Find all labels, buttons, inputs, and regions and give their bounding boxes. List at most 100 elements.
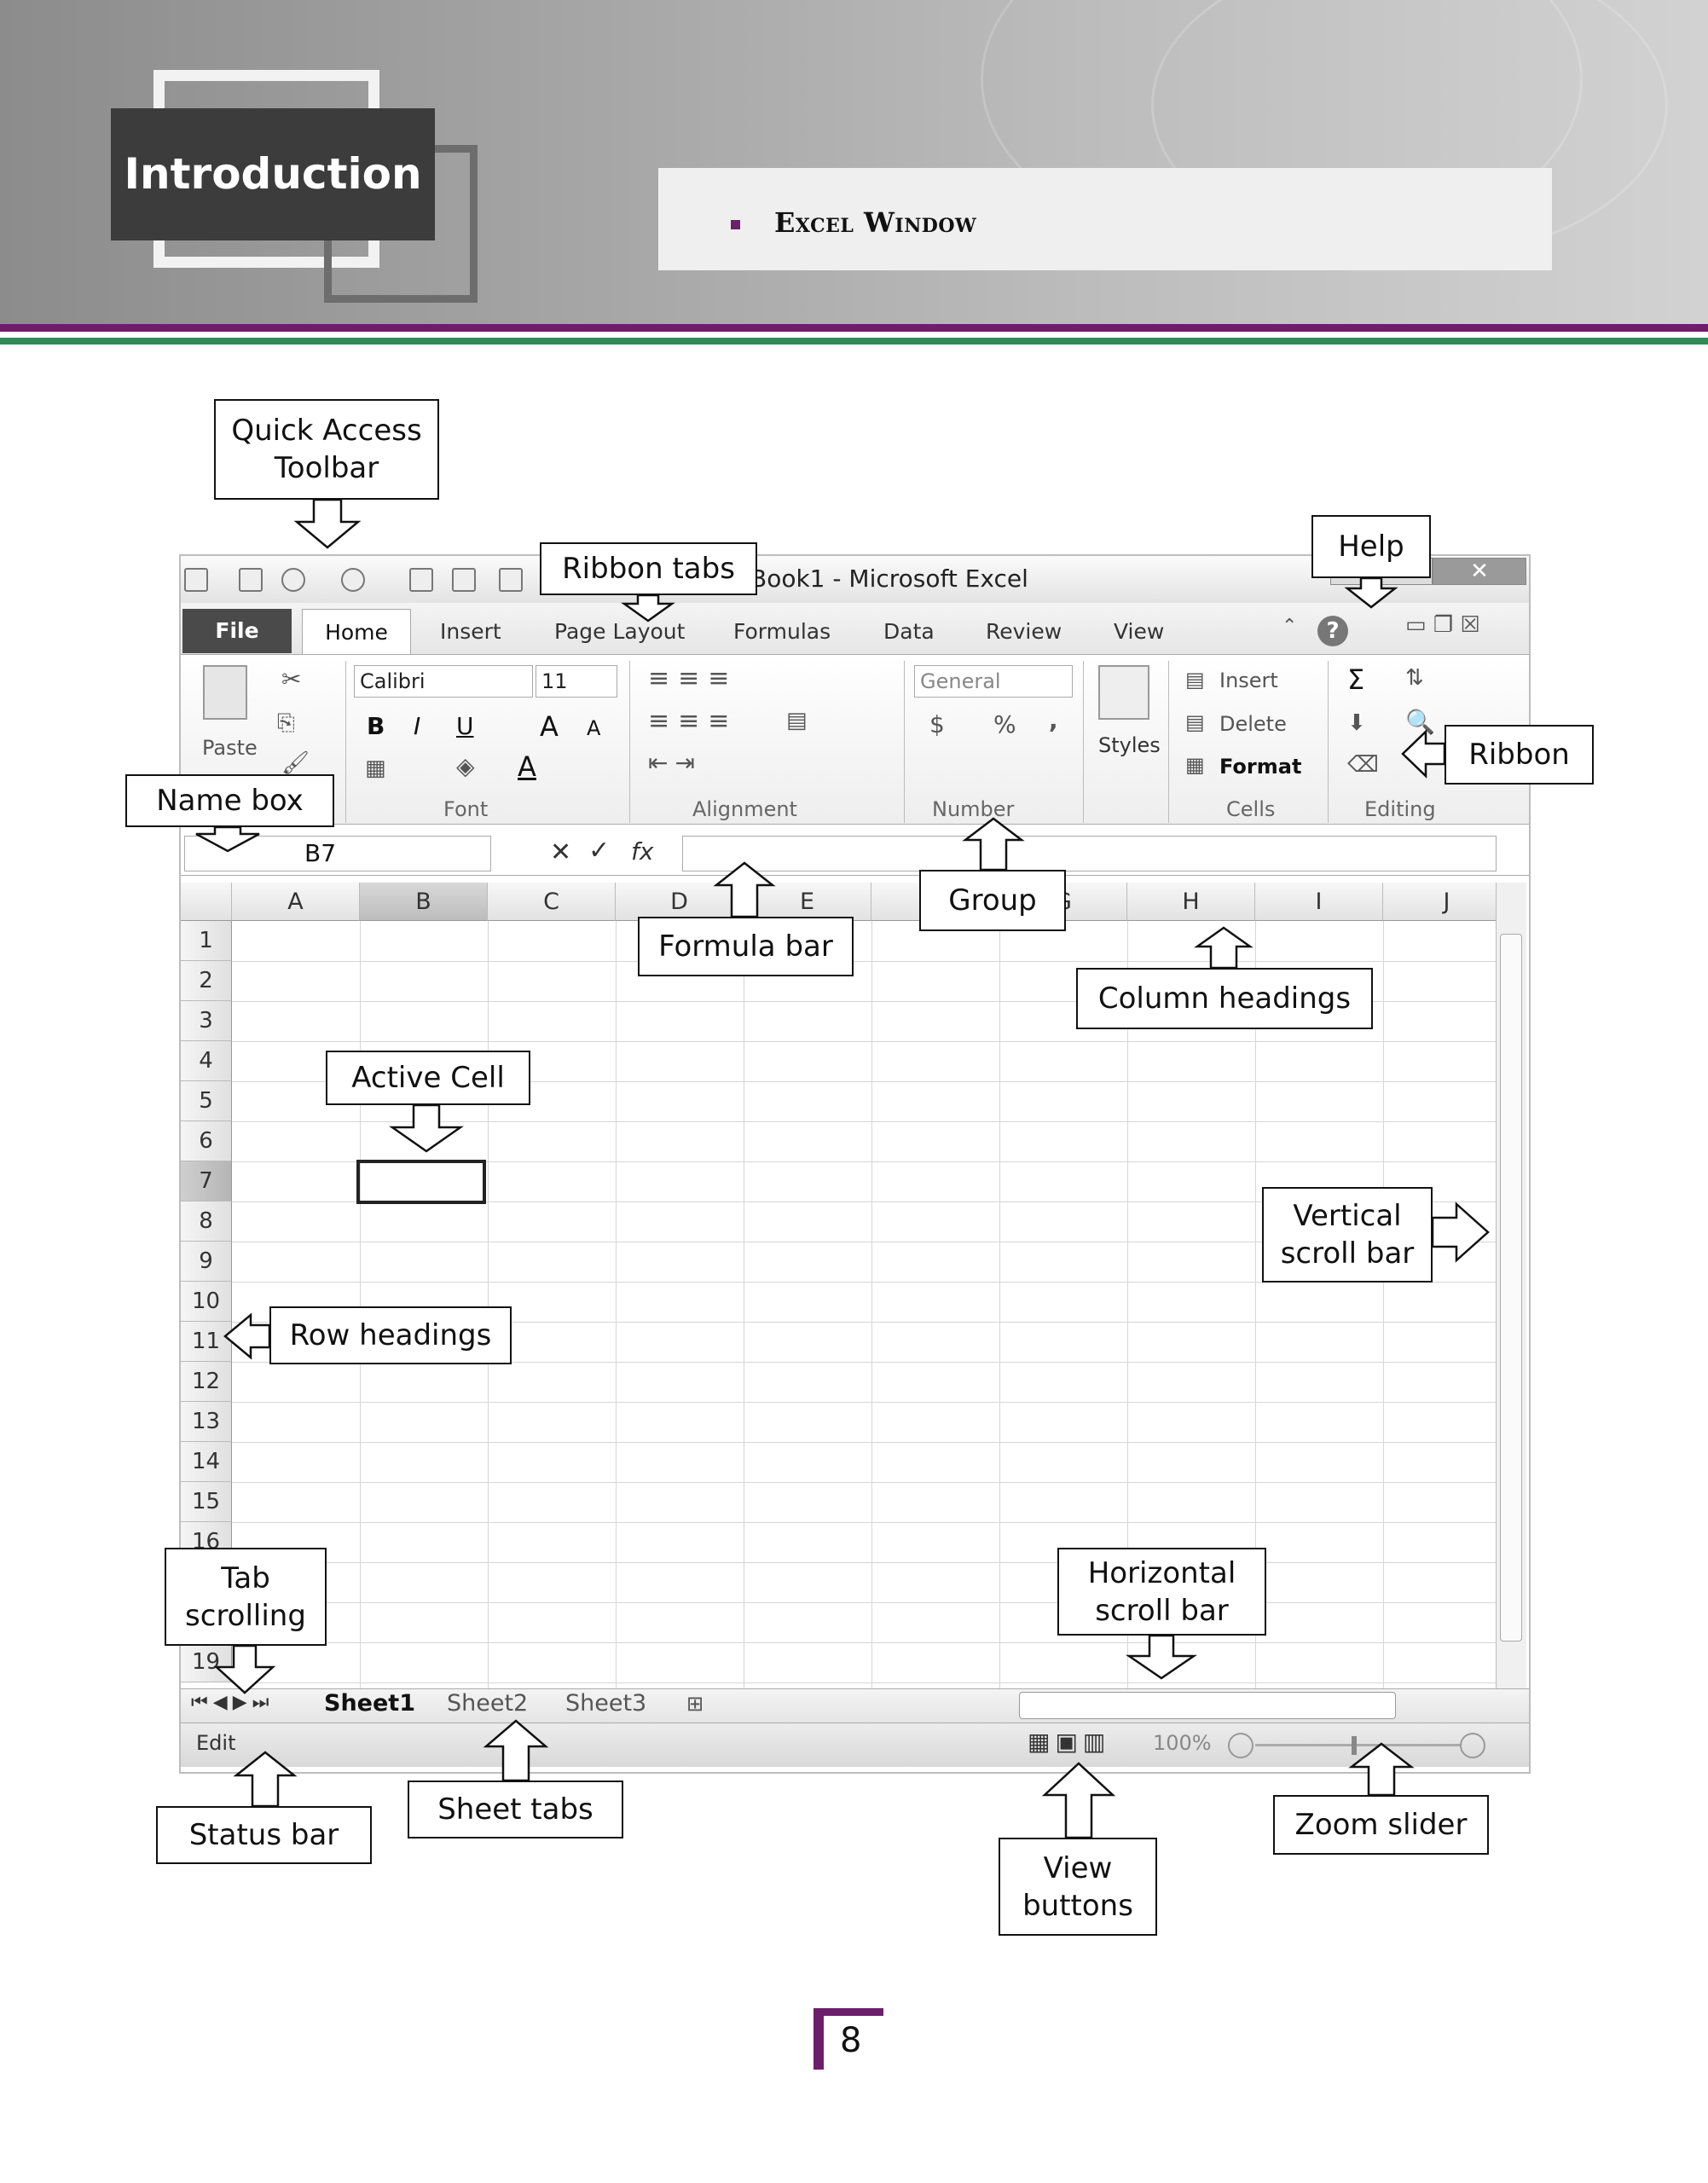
sort-filter-icon[interactable]: ⇅ <box>1405 665 1424 691</box>
tab-file[interactable]: File <box>182 609 292 653</box>
tab-formulas[interactable]: Formulas <box>733 619 831 644</box>
find-select-icon[interactable]: 🔍 <box>1405 708 1435 736</box>
row-header[interactable]: 4 <box>181 1041 232 1081</box>
column-header[interactable]: B <box>360 883 488 921</box>
row-header[interactable]: 9 <box>181 1242 232 1282</box>
formula-input[interactable] <box>682 836 1497 871</box>
sheet-tab-3[interactable]: Sheet3 <box>565 1690 647 1717</box>
horizontal-scroll-bar[interactable] <box>1019 1692 1396 1719</box>
zoom-slider[interactable] <box>1255 1744 1460 1746</box>
column-header[interactable]: D <box>616 883 744 921</box>
view-buttons[interactable]: ▦▣▥ <box>1028 1728 1111 1756</box>
grow-font-button[interactable]: A <box>540 710 559 743</box>
row-header[interactable]: 8 <box>181 1202 232 1242</box>
delete-cells-icon[interactable]: ▤ <box>1185 710 1205 734</box>
format-cells-button[interactable]: Format <box>1219 755 1302 779</box>
autosum-button[interactable]: Σ <box>1347 663 1365 696</box>
font-name-combo[interactable]: Calibri <box>354 665 533 698</box>
open-icon[interactable] <box>409 568 433 592</box>
fill-icon[interactable]: ⬇ <box>1347 710 1366 736</box>
row-header[interactable]: 12 <box>181 1362 232 1402</box>
cut-icon[interactable]: ✂ <box>281 665 302 693</box>
column-header[interactable]: A <box>232 883 360 921</box>
row-header[interactable]: 2 <box>181 961 232 1001</box>
indent-icons[interactable]: ⇤⇥ <box>648 749 702 777</box>
row-header[interactable]: 11 <box>181 1322 232 1362</box>
fill-color-icon[interactable]: ◈ <box>456 752 475 780</box>
row-header[interactable]: 1 <box>181 921 232 961</box>
insert-cells-button[interactable]: Insert <box>1219 669 1278 692</box>
clear-icon[interactable]: ⌫ <box>1347 752 1379 778</box>
tab-insert[interactable]: Insert <box>440 619 501 644</box>
help-icon[interactable]: ? <box>1317 616 1348 646</box>
close-window-button[interactable]: ✕ <box>1433 558 1526 585</box>
save-icon[interactable] <box>239 568 263 592</box>
merge-center-icon[interactable]: ▤ <box>786 708 808 733</box>
bold-button[interactable]: B <box>367 712 385 740</box>
styles-icon[interactable] <box>1098 665 1149 720</box>
column-header[interactable]: J <box>1383 883 1496 921</box>
underline-button[interactable]: U <box>456 712 474 740</box>
insert-sheet-icon[interactable]: ⊞ <box>686 1692 704 1716</box>
vertical-scroll-thumb[interactable] <box>1500 934 1522 1642</box>
tab-home[interactable]: Home <box>302 609 411 657</box>
confirm-entry-icon[interactable]: ✓ <box>588 836 611 866</box>
active-cell[interactable] <box>356 1160 486 1204</box>
insert-function-button[interactable]: fx <box>631 837 654 866</box>
tab-page-layout[interactable]: Page Layout <box>554 619 686 644</box>
font-color-button[interactable]: A <box>518 750 536 783</box>
vertical-scroll-bar[interactable] <box>1496 883 1526 1688</box>
zoom-in-icon[interactable] <box>1460 1733 1485 1758</box>
copy-icon[interactable]: ⎘ <box>277 710 295 736</box>
borders-icon[interactable]: ▦ <box>365 756 386 781</box>
select-all-corner[interactable] <box>181 883 232 921</box>
undo-icon[interactable] <box>281 568 305 592</box>
row-header[interactable]: 6 <box>181 1121 232 1161</box>
styles-button-label[interactable]: Styles <box>1098 733 1161 757</box>
column-header[interactable]: I <box>1255 883 1383 921</box>
tab-review[interactable]: Review <box>986 619 1062 644</box>
column-header[interactable]: H <box>1127 883 1255 921</box>
row-header[interactable]: 14 <box>181 1442 232 1482</box>
name-box[interactable]: B7 <box>184 836 491 871</box>
format-cells-icon[interactable]: ▦ <box>1185 753 1205 777</box>
font-size-combo[interactable]: 11 <box>536 665 617 698</box>
row-header[interactable]: 10 <box>181 1282 232 1322</box>
sheet-tab-1[interactable]: Sheet1 <box>324 1690 415 1717</box>
column-header[interactable]: C <box>488 883 616 921</box>
cancel-entry-icon[interactable]: ✕ <box>550 837 572 867</box>
excel-app-icon[interactable] <box>184 568 208 592</box>
row-header[interactable]: 13 <box>181 1402 232 1442</box>
delete-cells-button[interactable]: Delete <box>1219 712 1287 736</box>
paste-icon[interactable] <box>203 665 247 720</box>
row-header[interactable]: 15 <box>181 1482 232 1522</box>
comma-button[interactable]: , <box>1049 706 1058 734</box>
row-header[interactable]: 3 <box>181 1001 232 1041</box>
redo-icon[interactable] <box>341 568 365 592</box>
percent-button[interactable]: % <box>993 710 1016 738</box>
print-preview-icon[interactable] <box>452 568 476 592</box>
zoom-slider-thumb[interactable] <box>1352 1736 1357 1755</box>
sheet-tab-2[interactable]: Sheet2 <box>447 1690 529 1717</box>
tab-view[interactable]: View <box>1114 619 1165 644</box>
italic-button[interactable]: I <box>414 712 421 740</box>
workbook-window-controls[interactable]: ▭ ❐ ☒ <box>1405 612 1480 638</box>
row-header[interactable]: 7 <box>181 1161 232 1202</box>
vertical-align-icons[interactable]: ≡≡≡ <box>648 663 738 693</box>
shrink-font-button[interactable]: A <box>587 716 601 740</box>
column-header[interactable]: E <box>744 883 871 921</box>
horizontal-align-icons[interactable]: ≡≡≡ <box>648 706 738 736</box>
minimize-ribbon-icon[interactable]: ⌃ <box>1282 616 1298 637</box>
row-header[interactable]: 19 <box>181 1642 232 1682</box>
tab-data[interactable]: Data <box>883 619 935 644</box>
tab-scrolling-buttons[interactable]: ⏮◀▶⏭ <box>191 1692 275 1713</box>
insert-cells-icon[interactable]: ▤ <box>1185 668 1205 692</box>
currency-button[interactable]: $ <box>929 710 945 738</box>
format-painter-icon[interactable]: 🖌 <box>281 750 310 776</box>
paste-button-label[interactable]: Paste <box>202 736 258 760</box>
zoom-level[interactable]: 100% <box>1153 1731 1212 1755</box>
row-header[interactable]: 5 <box>181 1081 232 1121</box>
zoom-out-icon[interactable] <box>1228 1733 1253 1758</box>
new-icon[interactable] <box>499 568 523 592</box>
number-format-combo[interactable]: General <box>914 665 1073 698</box>
